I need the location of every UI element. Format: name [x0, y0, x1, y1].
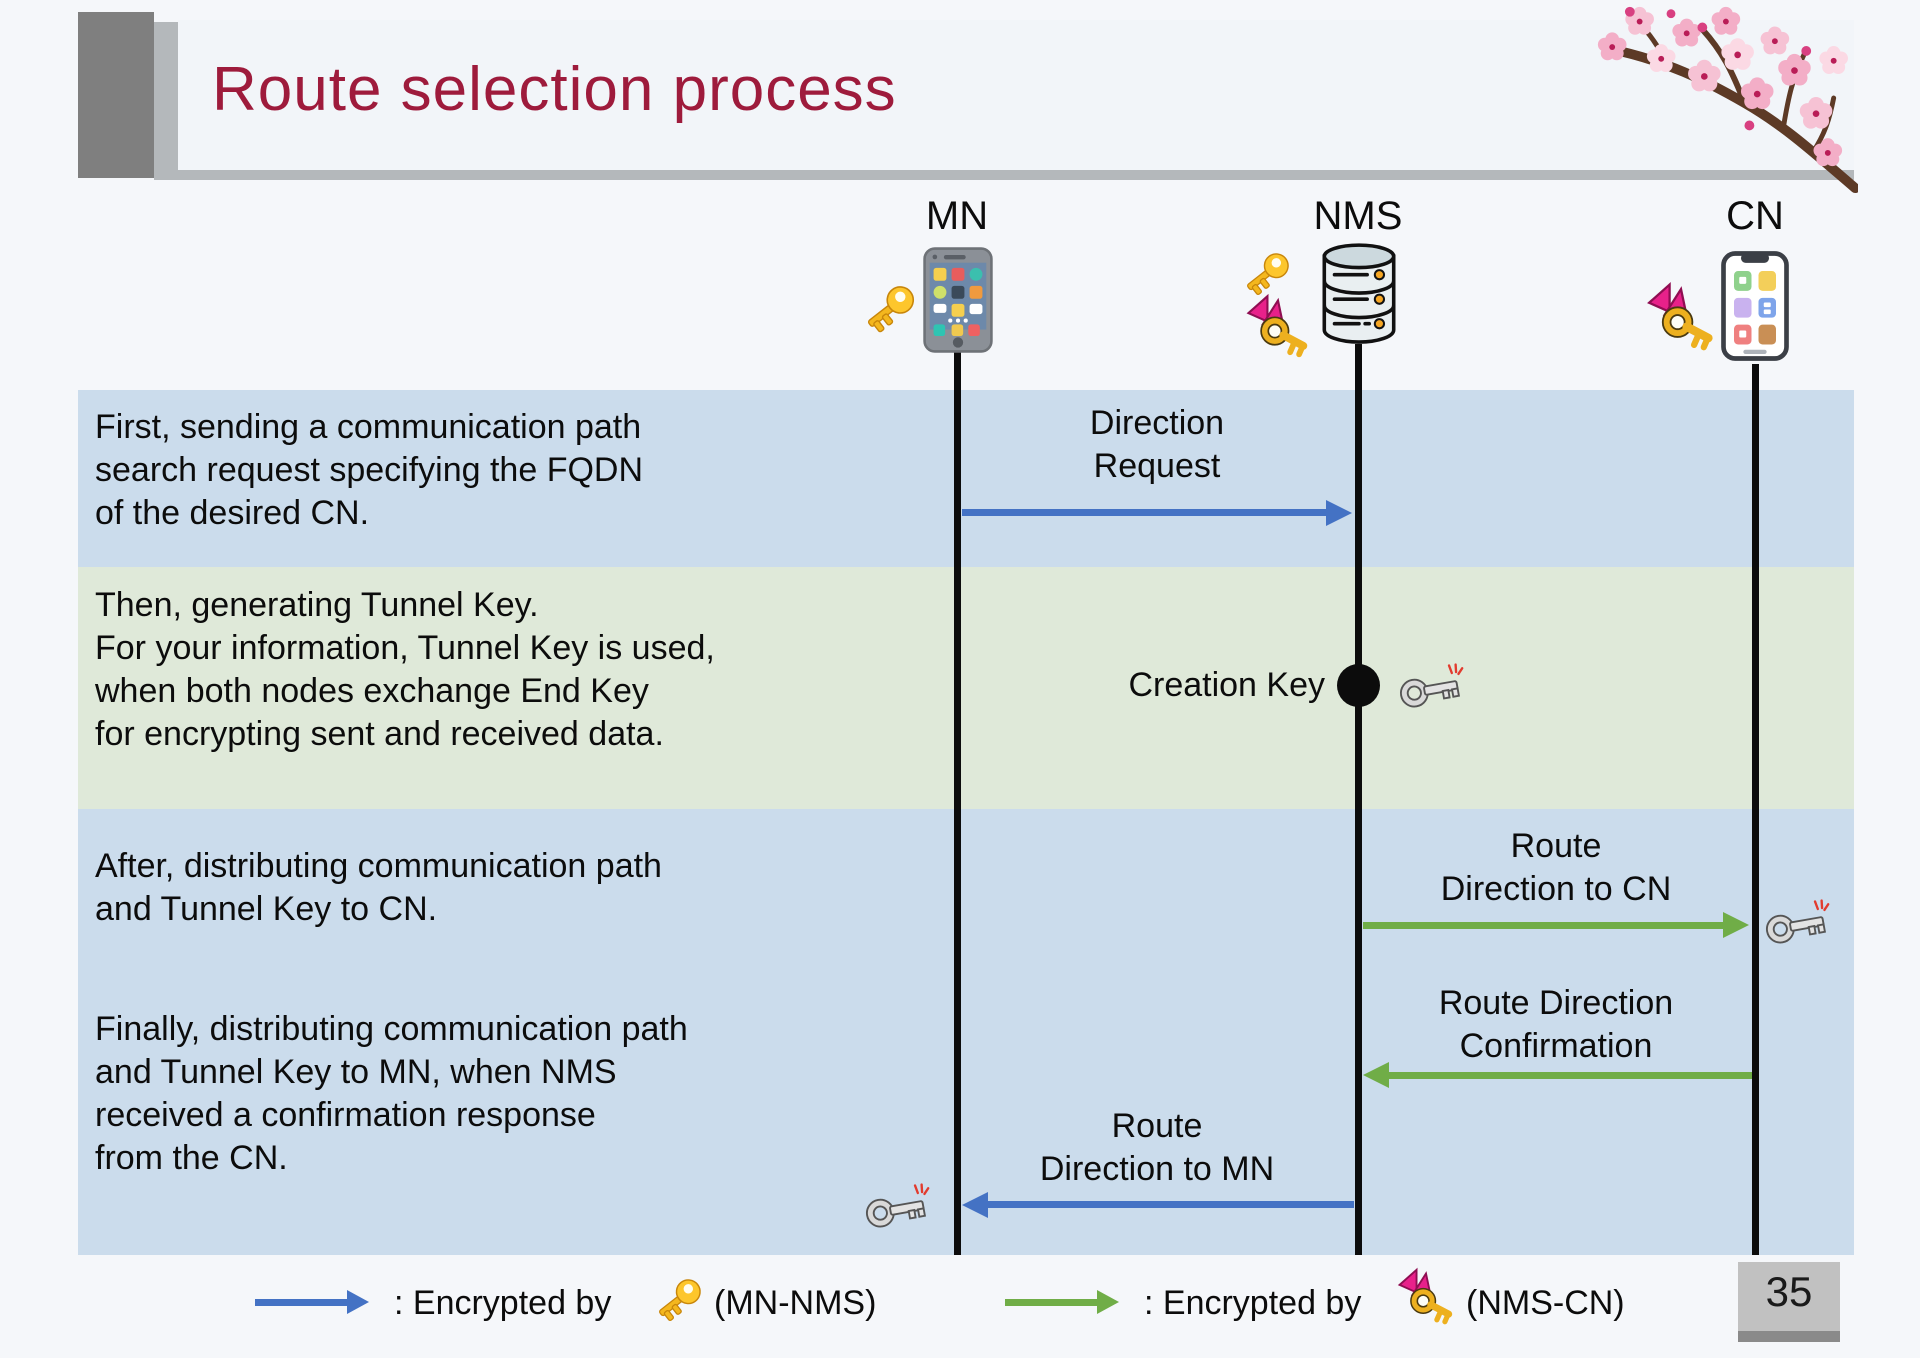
- legend-blue-arrow: [255, 1299, 347, 1306]
- phase-band-distribution: [78, 809, 1854, 1255]
- arrow-route-direction-to-mn: [986, 1201, 1354, 1208]
- page-number: 35: [1765, 1268, 1813, 1315]
- database-server-icon: [1322, 243, 1396, 344]
- step-line: After, distributing communication path: [95, 847, 662, 885]
- step-line: and Tunnel Key to CN.: [95, 890, 438, 928]
- step-line: First, sending a communication path: [95, 408, 642, 446]
- step-line: Finally, distributing communication path: [95, 1010, 688, 1048]
- old-key-icon: [865, 1183, 930, 1228]
- step-text-1: First, sending a communication path sear…: [95, 406, 643, 535]
- arrow-route-direction-confirmation: [1387, 1072, 1752, 1079]
- page-number-box: 35: [1738, 1262, 1840, 1342]
- message-line: Route: [1111, 1107, 1203, 1145]
- step-line: for encrypting sent and received data.: [95, 715, 664, 753]
- actor-label-nms: NMS: [1313, 194, 1403, 238]
- gold-key-icon: [659, 1279, 701, 1322]
- lifeline-cn: [1752, 364, 1759, 1255]
- lifeline-mn: [954, 352, 961, 1255]
- step-line: For your information, Tunnel Key is used…: [95, 629, 715, 667]
- arrowhead-route-direction-to-mn: [962, 1192, 988, 1218]
- step-line: Then, generating Tunnel Key.: [95, 586, 539, 624]
- gold-key-icon: [1247, 253, 1289, 296]
- legend-green-arrow: [1005, 1299, 1097, 1306]
- lifeline-nms: [1355, 344, 1362, 1255]
- step-line: of the desired CN.: [95, 494, 370, 532]
- message-line: Route Direction: [1438, 984, 1674, 1022]
- arrow-route-direction-to-cn: [1363, 922, 1725, 929]
- header-accent-strip: [154, 22, 178, 180]
- step-text-4: Finally, distributing communication path…: [95, 1008, 688, 1180]
- page-title: Route selection process: [212, 55, 897, 124]
- old-key-icon: [1765, 899, 1830, 944]
- step-text-2: Then, generating Tunnel Key. For your in…: [95, 584, 715, 756]
- message-line: Direction to CN: [1440, 870, 1672, 908]
- page-number-strip: [1738, 1331, 1840, 1342]
- step-line: when both nodes exchange End Key: [95, 672, 649, 710]
- header-accent-block: [78, 12, 154, 178]
- actor-label-cn: CN: [1726, 194, 1784, 238]
- message-line: Direction: [1089, 404, 1225, 442]
- legend-text-mn-nms: : Encrypted by: [394, 1284, 612, 1322]
- legend-suffix-mn-nms: (MN-NMS): [714, 1284, 877, 1322]
- actor-label-mn: MN: [925, 194, 989, 238]
- legend-blue-arrowhead: [347, 1290, 369, 1314]
- pink-ribbon-key-icon: [1397, 1267, 1453, 1325]
- arrowhead-direction-request: [1326, 500, 1352, 526]
- smartphone-icon: [923, 247, 993, 353]
- phase-band-request: [78, 390, 1854, 567]
- title-panel: [178, 20, 1854, 170]
- creation-key-dot: [1337, 664, 1380, 707]
- message-label-direction-request: Direction Request: [1007, 402, 1307, 488]
- legend-green-arrowhead: [1097, 1290, 1119, 1314]
- pink-ribbon-key-icon: [1246, 293, 1308, 358]
- legend-suffix-nms-cn: (NMS-CN): [1466, 1284, 1625, 1322]
- message-label-route-direction-confirmation: Route Direction Confirmation: [1406, 982, 1706, 1068]
- old-key-icon: [1399, 663, 1464, 708]
- message-line: Request: [1093, 447, 1221, 485]
- step-line: from the CN.: [95, 1139, 288, 1177]
- step-text-3: After, distributing communication path a…: [95, 845, 662, 931]
- message-label-route-direction-to-mn: Route Direction to MN: [1007, 1105, 1307, 1191]
- header-rule: [154, 170, 1854, 180]
- arrow-direction-request: [962, 509, 1328, 516]
- arrowhead-route-direction-confirmation: [1363, 1062, 1389, 1088]
- step-line: received a confirmation response: [95, 1096, 596, 1134]
- message-line: Direction to MN: [1039, 1150, 1275, 1188]
- mobile-phone-icon: [1721, 251, 1789, 361]
- cherry-blossom-icon: [1597, 6, 1858, 194]
- message-label-creation-key: Creation Key: [1128, 666, 1325, 704]
- gold-key-icon: [867, 286, 915, 333]
- message-line: Confirmation: [1459, 1027, 1653, 1065]
- phase-band-key-creation: [78, 567, 1854, 809]
- message-label-route-direction-to-cn: Route Direction to CN: [1406, 825, 1706, 911]
- legend-text-nms-cn: : Encrypted by: [1144, 1284, 1362, 1322]
- step-line: and Tunnel Key to MN, when NMS: [95, 1053, 617, 1091]
- pink-ribbon-key-icon: [1647, 282, 1713, 351]
- arrowhead-route-direction-to-cn: [1723, 912, 1749, 938]
- step-line: search request specifying the FQDN: [95, 451, 644, 489]
- message-line: Route: [1510, 827, 1602, 865]
